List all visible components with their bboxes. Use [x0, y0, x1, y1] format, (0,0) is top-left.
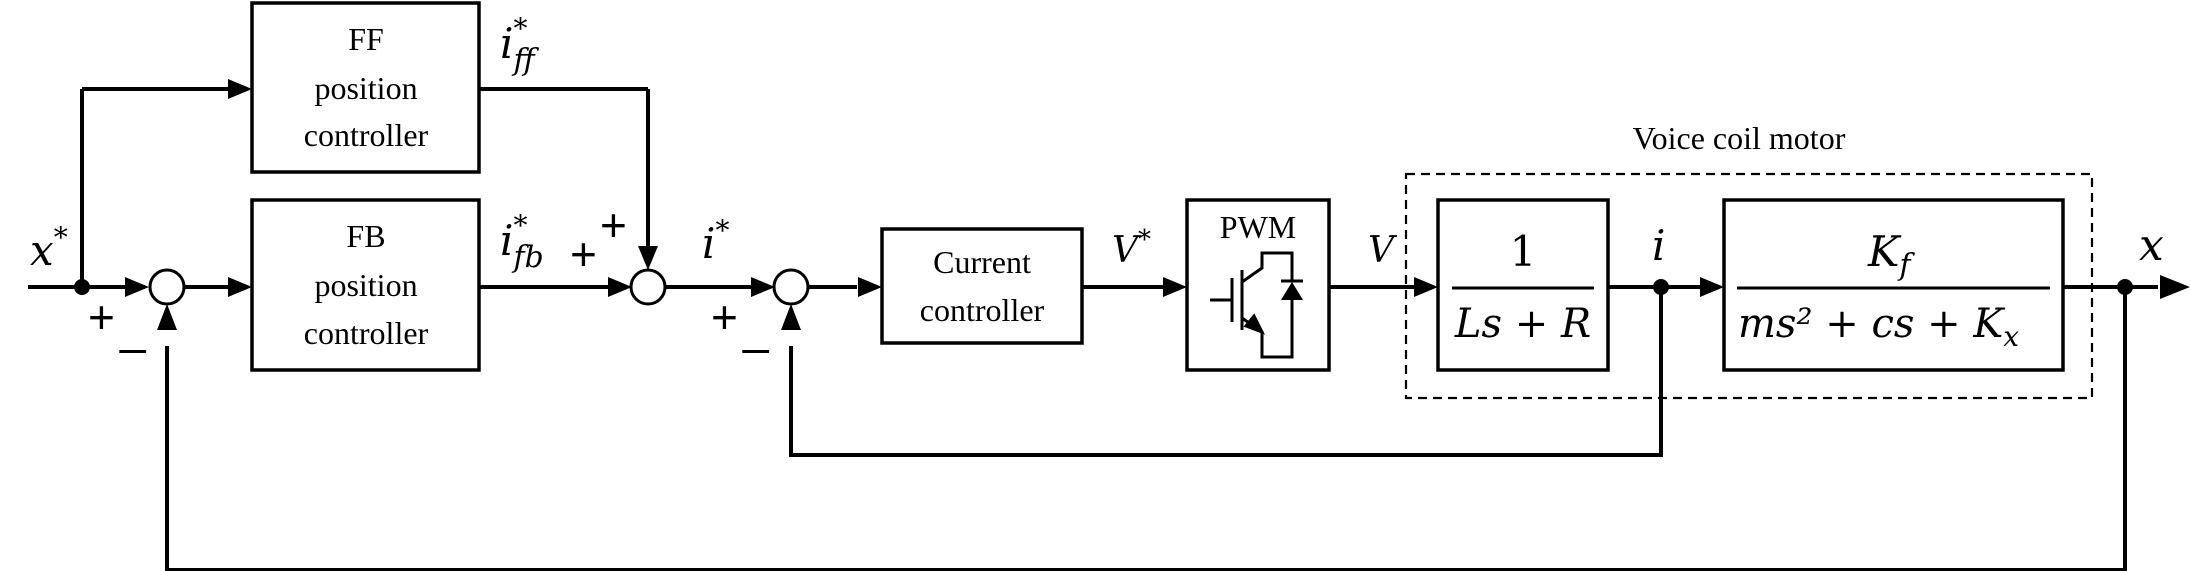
signal-x: x — [2139, 220, 2164, 271]
summing-junction-1 — [148, 268, 186, 306]
arrowhead-tf1-in — [1414, 277, 1438, 297]
signal-i-ff: i*ff — [500, 12, 539, 78]
signal-x-ref: x* — [30, 221, 68, 275]
arrowhead-tf2-in — [1700, 277, 1724, 297]
arrowhead-output — [2160, 275, 2190, 299]
electrical-tf-numerator: 1 — [1510, 227, 1537, 276]
arrowhead-sum2-top — [638, 246, 658, 270]
branch-dot-output — [2117, 279, 2133, 295]
arrowhead-sum3-in — [751, 277, 775, 297]
sum3-minus-sign: _ — [742, 302, 770, 354]
sum3-plus-sign: + — [711, 291, 738, 343]
fb-controller-line-1: FB — [346, 218, 385, 254]
sum2-plus-top-sign: + — [600, 199, 627, 251]
arrowhead-fb-in — [228, 277, 252, 297]
fb-controller-line-2: position — [314, 267, 417, 303]
ff-controller-line-3: controller — [304, 117, 429, 153]
current-controller-block — [880, 227, 1084, 345]
signal-i-fb: i*fb — [500, 209, 544, 275]
current-controller-line-1: Current — [933, 244, 1031, 280]
arrowhead-cc-in — [858, 277, 882, 297]
arrowhead-sum3-bottom — [781, 304, 801, 330]
sum1-minus-sign: _ — [119, 302, 147, 354]
fb-position-controller-block — [250, 198, 481, 372]
pwm-block — [1185, 198, 1331, 372]
electrical-transfer-function-block — [1436, 198, 1610, 372]
branch-dot-current — [1653, 279, 1669, 295]
branch-dot-input — [74, 279, 90, 295]
mechanical-tf-denominator: ms² + cs + Kx — [1738, 301, 2019, 353]
signal-v: V — [1368, 230, 1398, 271]
arrowhead-sum1-in — [125, 277, 149, 297]
wire-position-feedback — [165, 287, 2127, 571]
fb-controller-line-3: controller — [304, 315, 429, 351]
signal-v-ref: V* — [1112, 225, 1151, 271]
arrowhead-pwm-in — [1163, 277, 1187, 297]
ff-controller-line-2: position — [314, 70, 417, 106]
wire-current-feedback — [789, 287, 1663, 457]
sum1-plus-sign: + — [88, 291, 115, 343]
arrowhead-sum1-bottom — [157, 304, 177, 330]
signal-i: i — [1652, 221, 1665, 270]
ff-position-controller-block — [250, 1, 481, 174]
pwm-label: PWM — [1220, 209, 1296, 245]
voice-coil-motor-group — [1404, 172, 2094, 400]
voice-coil-motor-label: Voice coil motor — [1633, 120, 1846, 156]
arrowhead-ff-in — [228, 79, 252, 99]
ff-controller-line-1: FF — [348, 21, 384, 57]
summing-junction-2 — [629, 268, 667, 306]
igbt-symbol — [1210, 251, 1303, 359]
sum2-plus-left-sign: + — [570, 228, 597, 280]
current-controller-line-2: controller — [920, 292, 1045, 328]
electrical-tf-denominator: Ls + R — [1454, 301, 1591, 347]
signal-i-ref: i* — [702, 214, 729, 268]
summing-junction-3 — [772, 268, 810, 306]
mechanical-transfer-function-block — [1722, 198, 2065, 372]
arrowhead-sum2-left — [608, 277, 632, 297]
